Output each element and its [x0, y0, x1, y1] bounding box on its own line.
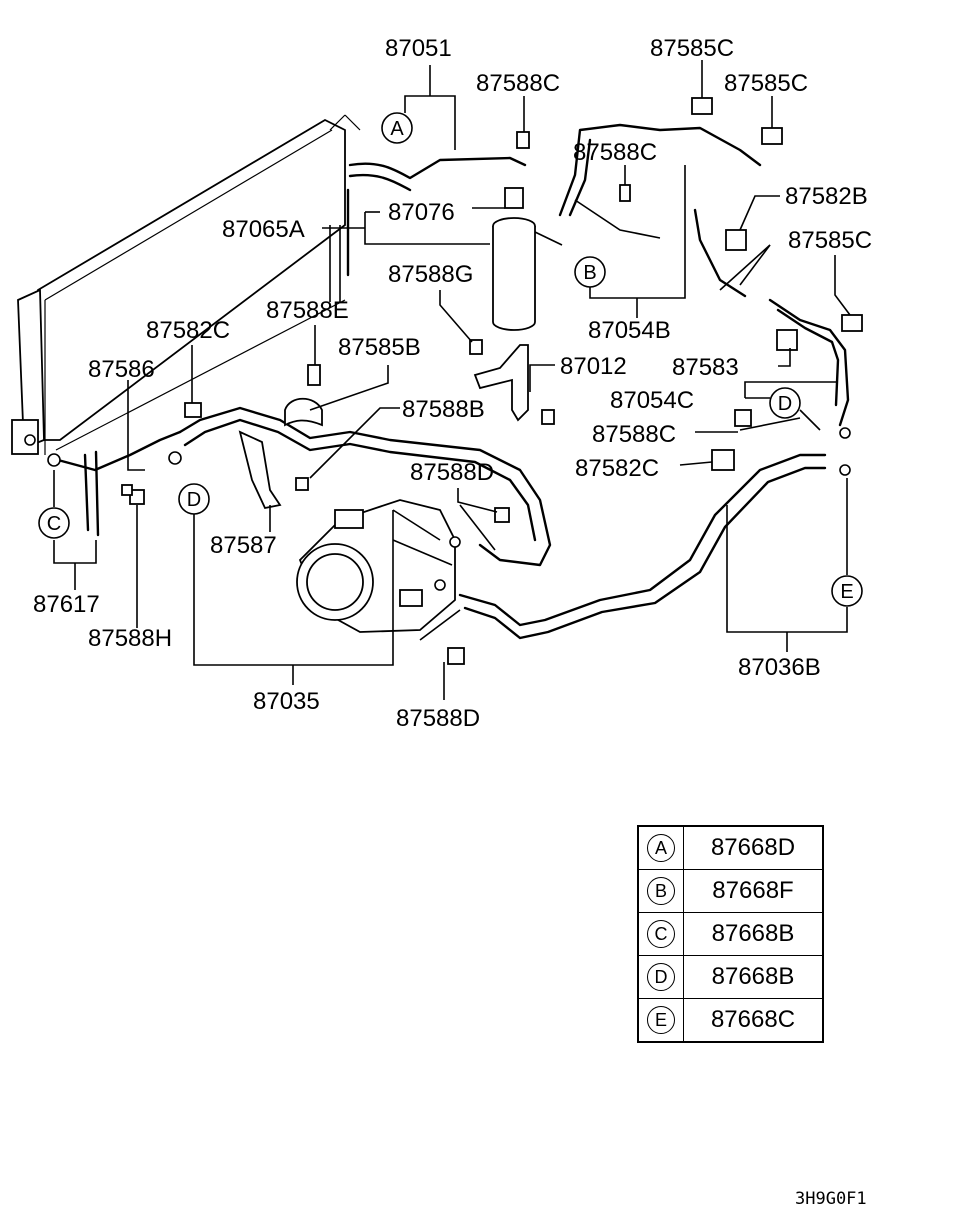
legend-value: 87668B — [683, 955, 824, 999]
hardware — [47, 97, 863, 665]
callout-A: A — [381, 112, 413, 144]
label-87588G: 87588G — [388, 261, 473, 288]
part-labels: 87051 87588C 87585C 87585C 87588C 87582B… — [33, 35, 872, 732]
legend-row: D 87668B — [637, 955, 824, 999]
bracket-87587 — [238, 430, 282, 510]
label-87588C-b: 87588C — [573, 139, 657, 166]
label-87588D-a: 87588D — [410, 459, 494, 486]
svg-text:B: B — [583, 262, 596, 284]
legend-row: B 87668F — [637, 869, 824, 913]
label-87587: 87587 — [210, 532, 277, 559]
legend-key: C — [647, 920, 675, 948]
callout-B: B — [574, 256, 606, 288]
label-87076: 87076 — [388, 199, 455, 226]
legend-value: 87668C — [683, 998, 824, 1043]
legend-row: C 87668B — [637, 912, 824, 956]
legend-row: E 87668C — [637, 998, 824, 1043]
label-87035: 87035 — [253, 688, 320, 715]
label-87588H: 87588H — [88, 625, 172, 652]
legend-key: E — [647, 1006, 675, 1034]
label-87588C-c: 87588C — [592, 421, 676, 448]
label-87585B: 87585B — [338, 334, 421, 361]
callout-D-right: D — [769, 387, 801, 419]
label-87585C-b: 87585C — [724, 70, 808, 97]
clamp-87585B — [284, 397, 323, 427]
legend-value: 87668D — [683, 825, 824, 870]
label-87065A: 87065A — [222, 216, 305, 243]
bracket-87012 — [473, 344, 529, 422]
svg-text:A: A — [390, 118, 404, 140]
label-87588C-a: 87588C — [476, 70, 560, 97]
label-87588B: 87588B — [402, 396, 485, 423]
label-87012: 87012 — [560, 353, 627, 380]
label-87588D-b: 87588D — [396, 705, 480, 732]
svg-text:C: C — [47, 513, 61, 535]
legend-table: A 87668D B 87668F C 87668B D 87668B E 87… — [637, 825, 824, 1043]
label-87582C-b: 87582C — [575, 455, 659, 482]
legend-value: 87668F — [683, 869, 824, 913]
condenser — [11, 114, 361, 455]
callout-D-left: D — [178, 483, 210, 515]
label-87036B: 87036B — [738, 654, 821, 681]
callout-E: E — [831, 575, 863, 607]
label-87051: 87051 — [385, 35, 452, 62]
pipes — [56, 123, 850, 640]
label-87585C-a: 87585C — [650, 35, 734, 62]
legend-value: 87668B — [683, 912, 824, 956]
label-87588E: 87588E — [266, 297, 349, 324]
label-87617: 87617 — [33, 591, 100, 618]
legend-key: B — [647, 877, 675, 905]
legend-key: A — [647, 834, 675, 862]
svg-text:E: E — [840, 581, 853, 603]
svg-text:D: D — [778, 393, 792, 415]
receiver-drier — [492, 187, 536, 331]
label-87586: 87586 — [88, 356, 155, 383]
legend-row: A 87668D — [637, 825, 824, 870]
label-87054B: 87054B — [588, 317, 671, 344]
label-87585C-c: 87585C — [788, 227, 872, 254]
compressor — [296, 499, 456, 633]
diagram-code: 3H9G0F1 — [795, 1189, 867, 1209]
svg-text:D: D — [187, 489, 201, 511]
label-87582B: 87582B — [785, 183, 868, 210]
callout-C: C — [38, 507, 70, 539]
label-87583: 87583 — [672, 354, 739, 381]
legend-key: D — [647, 963, 675, 991]
leader-lines — [53, 60, 851, 700]
label-87582C-a: 87582C — [146, 317, 230, 344]
label-87054C: 87054C — [610, 387, 694, 414]
